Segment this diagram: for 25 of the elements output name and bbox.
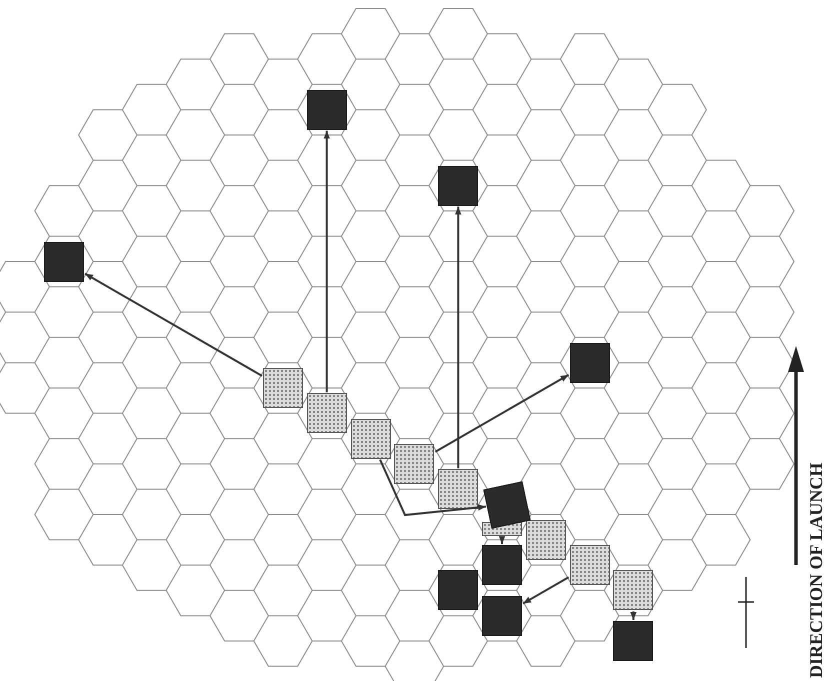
shaded-counter bbox=[394, 444, 434, 484]
solid-counter bbox=[438, 570, 478, 610]
shaded-counter bbox=[350, 418, 391, 459]
arrow bbox=[434, 374, 570, 453]
arrow bbox=[324, 130, 330, 392]
shaded-counter bbox=[570, 545, 610, 586]
solid-counter bbox=[44, 242, 84, 282]
shaded-counter bbox=[438, 469, 478, 510]
solid-counter bbox=[482, 596, 522, 636]
arrow bbox=[84, 272, 262, 377]
shaded-counter bbox=[526, 520, 566, 560]
arrow bbox=[498, 536, 506, 544]
arrow bbox=[630, 611, 637, 620]
solid-counter bbox=[613, 621, 654, 661]
direction-label: DIRECTION OF LAUNCH bbox=[806, 462, 827, 678]
solid-counter bbox=[570, 342, 610, 383]
solid-counter bbox=[438, 166, 478, 206]
shaded-counter bbox=[306, 393, 347, 434]
shaded-counter bbox=[263, 368, 303, 408]
arrow bbox=[455, 206, 462, 468]
arrow bbox=[522, 576, 570, 604]
solid-counter bbox=[306, 90, 347, 130]
arrow bbox=[379, 459, 486, 516]
shaded-counter bbox=[613, 570, 654, 610]
solid-counter bbox=[482, 545, 522, 586]
